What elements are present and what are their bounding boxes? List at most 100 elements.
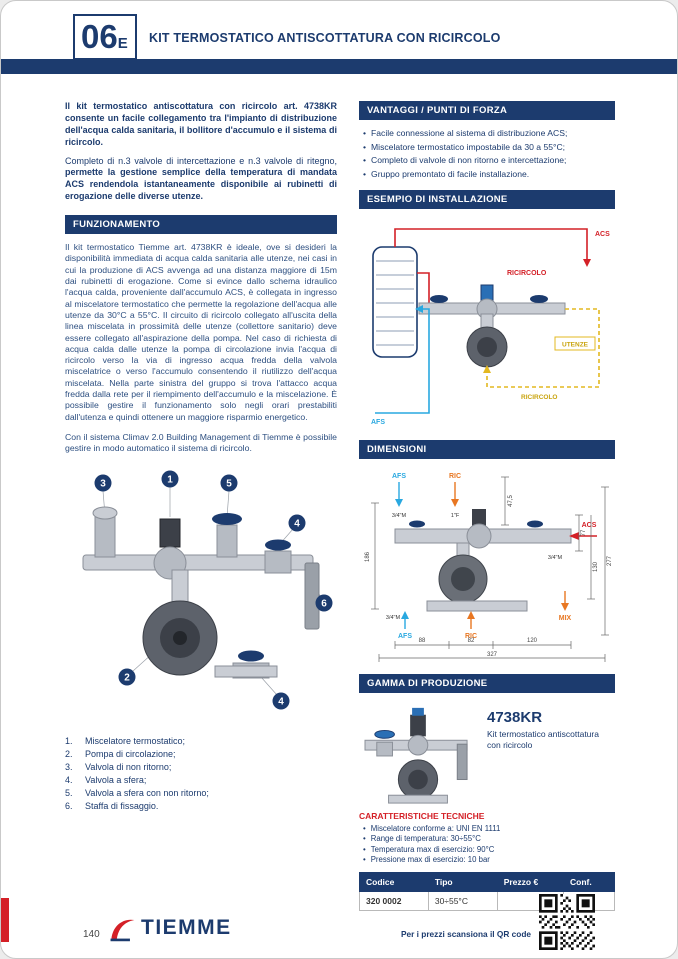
dim-327: 327 bbox=[487, 652, 498, 658]
tech-item: Miscelatore conforme a: UNI EN 1111 bbox=[370, 823, 501, 833]
part-label: Pompa di circolazione; bbox=[85, 748, 176, 759]
part-number: 2. bbox=[65, 748, 73, 759]
list-item: 2. Pompa di circolazione; bbox=[65, 749, 337, 759]
dim-77: 77 bbox=[581, 529, 587, 536]
tech-title: CARATTERISTICHE TECNICHE bbox=[359, 810, 485, 821]
list-item: 1. Miscelatore termostatico; bbox=[65, 736, 337, 746]
list-item: 4.Valvola a sfera; bbox=[65, 775, 337, 785]
header-band bbox=[1, 59, 677, 74]
callout-5: 5 bbox=[226, 478, 232, 489]
tech-item: Range di temperatura: 30÷55°C bbox=[370, 834, 481, 844]
dimension-lines-bottom bbox=[378, 640, 606, 662]
list-item: Gruppo premontato di facile installazion… bbox=[363, 169, 615, 180]
product-description: Kit termostatico antiscottatura con rici… bbox=[487, 728, 599, 750]
qr-instruction: Per i prezzi scansiona il QR code bbox=[400, 929, 531, 939]
intro-paragraph-1: Il kit termostatico antiscottatura con r… bbox=[65, 101, 337, 147]
right-valve bbox=[264, 550, 292, 574]
ricircolo-pipe bbox=[483, 308, 600, 388]
part-label: Valvola di non ritorno; bbox=[85, 761, 172, 772]
leader-lines bbox=[102, 486, 322, 695]
storage-tank bbox=[372, 246, 418, 358]
callouts: 3 1 5 4 6 2 4 bbox=[94, 470, 333, 710]
vantaggi-list: Facile connessione al sistema di distrib… bbox=[363, 128, 615, 180]
vantaggio-label: Miscelatore termostatico impostabile da … bbox=[371, 141, 566, 152]
col-codice: Codice bbox=[359, 872, 429, 893]
col-conf: Conf. bbox=[562, 872, 616, 893]
intro-text: Il kit termostatico antiscottatura con r… bbox=[65, 101, 337, 203]
right-column: VANTAGGI / PUNTI DI FORZA Facile conness… bbox=[359, 101, 616, 912]
afs-label: AFS bbox=[371, 419, 385, 426]
parts-list: 1. Miscelatore termostatico; 2. Pompa di c… bbox=[65, 736, 337, 811]
content-columns: Il kit termostatico antiscottatura con r… bbox=[65, 101, 616, 912]
dimensioni-header: DIMENSIONI bbox=[359, 439, 615, 459]
valve-handle bbox=[212, 512, 242, 525]
list-item: 3. Valvola di non ritorno; bbox=[65, 762, 337, 772]
price-table: Codice Tipo Prezzo € Conf. 320 0002 30÷5… bbox=[359, 872, 616, 912]
acs-pipe bbox=[394, 228, 588, 303]
section-letter: E bbox=[117, 35, 128, 52]
list-item: Completo di valvole di non ritorno e int… bbox=[363, 155, 615, 166]
callout-1: 1 bbox=[167, 474, 173, 485]
dim-47-5: 47,5 bbox=[508, 494, 514, 506]
part-number: 5. bbox=[65, 787, 73, 798]
vantaggio-label: Facile connessione al sistema di distrib… bbox=[371, 128, 568, 138]
blue-cap bbox=[412, 707, 424, 716]
afs-bottom-label: AFS bbox=[398, 633, 412, 640]
dim-186: 186 bbox=[365, 551, 371, 562]
tiemme-logo: TIEMME bbox=[107, 913, 232, 943]
callout-2: 2 bbox=[124, 672, 130, 683]
part-label: Miscelatore termostatico; bbox=[85, 735, 186, 746]
installation-diagram: ACS RICIRCOLO AFS bbox=[371, 228, 610, 426]
product-info: 4738KR Kit termostatico antiscottatura c… bbox=[487, 701, 607, 750]
cell-codice: 320 0002 bbox=[359, 891, 429, 912]
ball-valve bbox=[216, 524, 238, 558]
part-number: 3. bbox=[65, 761, 73, 772]
climav-note: Con il sistema Climav 2.0 Building Manag… bbox=[65, 432, 337, 454]
dimension-lines-right bbox=[575, 486, 609, 636]
acs-dim-label: ACS bbox=[582, 522, 597, 529]
dimensions-diagram: AFS 3/4"M RIC 1"F 47,5 ACS 3/4"M bbox=[365, 473, 613, 662]
dim-120: 120 bbox=[527, 638, 538, 644]
check-valve bbox=[94, 516, 116, 558]
part-number: 6. bbox=[65, 800, 73, 811]
mixer-cap bbox=[159, 518, 181, 548]
ricircolo-yellow-label: RICIRCOLO bbox=[521, 394, 557, 401]
footer-accent-bar bbox=[1, 898, 9, 942]
funzionamento-body: Il kit termostatico Tiemme art. 4738KR è… bbox=[65, 242, 337, 422]
page-number: 140 bbox=[83, 929, 100, 940]
tech-list: Miscelatore conforme a: UNI EN 1111 Rang… bbox=[363, 824, 615, 865]
size-1f-label: 1"F bbox=[451, 513, 460, 519]
part-number: 4. bbox=[65, 774, 73, 785]
product-drawing: 3 1 5 4 6 2 4 bbox=[82, 470, 333, 710]
list-item: 6.Staffa di fissaggio. bbox=[65, 801, 337, 811]
dim-88: 88 bbox=[419, 638, 426, 644]
tiemme-logo-icon bbox=[110, 919, 135, 942]
callout-4: 4 bbox=[294, 518, 300, 529]
col-tipo: Tipo bbox=[427, 872, 498, 893]
callout-6: 6 bbox=[321, 598, 327, 609]
acs-label: ACS bbox=[595, 231, 610, 238]
product-code: 4738KR bbox=[487, 708, 543, 726]
part-label: Valvola a sfera con non ritorno; bbox=[85, 787, 209, 798]
left-column: Il kit termostatico antiscottatura con r… bbox=[65, 101, 337, 911]
cell-tipo: 30÷55°C bbox=[427, 891, 498, 912]
mix-label: MIX bbox=[559, 615, 572, 622]
part-number: 1. bbox=[65, 735, 73, 746]
afs-top-label: AFS bbox=[392, 473, 406, 480]
kit-front-view bbox=[394, 508, 572, 612]
section-number: 06 bbox=[81, 18, 118, 55]
ricircolo-red-label: RICIRCOLO bbox=[507, 270, 547, 277]
list-item: 5. Valvola a sfera con non ritorno; bbox=[65, 788, 337, 798]
section-badge: 06 E bbox=[73, 14, 137, 60]
mounting-bracket bbox=[304, 562, 320, 630]
tiemme-logo-text: TIEMME bbox=[141, 916, 232, 939]
callout-4b: 4 bbox=[278, 696, 284, 707]
utenze-box bbox=[554, 336, 596, 351]
tech-item: Pressione max di esercizio: 10 bar bbox=[370, 855, 490, 865]
list-item: Facile connessione al sistema di distrib… bbox=[363, 128, 615, 139]
size-34m-label: 3/4"M bbox=[386, 615, 401, 621]
gamma-header: GAMMA DI PRODUZIONE bbox=[359, 673, 615, 693]
afs-pipe bbox=[375, 304, 430, 414]
vantaggi-header: VANTAGGI / PUNTI DI FORZA bbox=[359, 101, 615, 120]
